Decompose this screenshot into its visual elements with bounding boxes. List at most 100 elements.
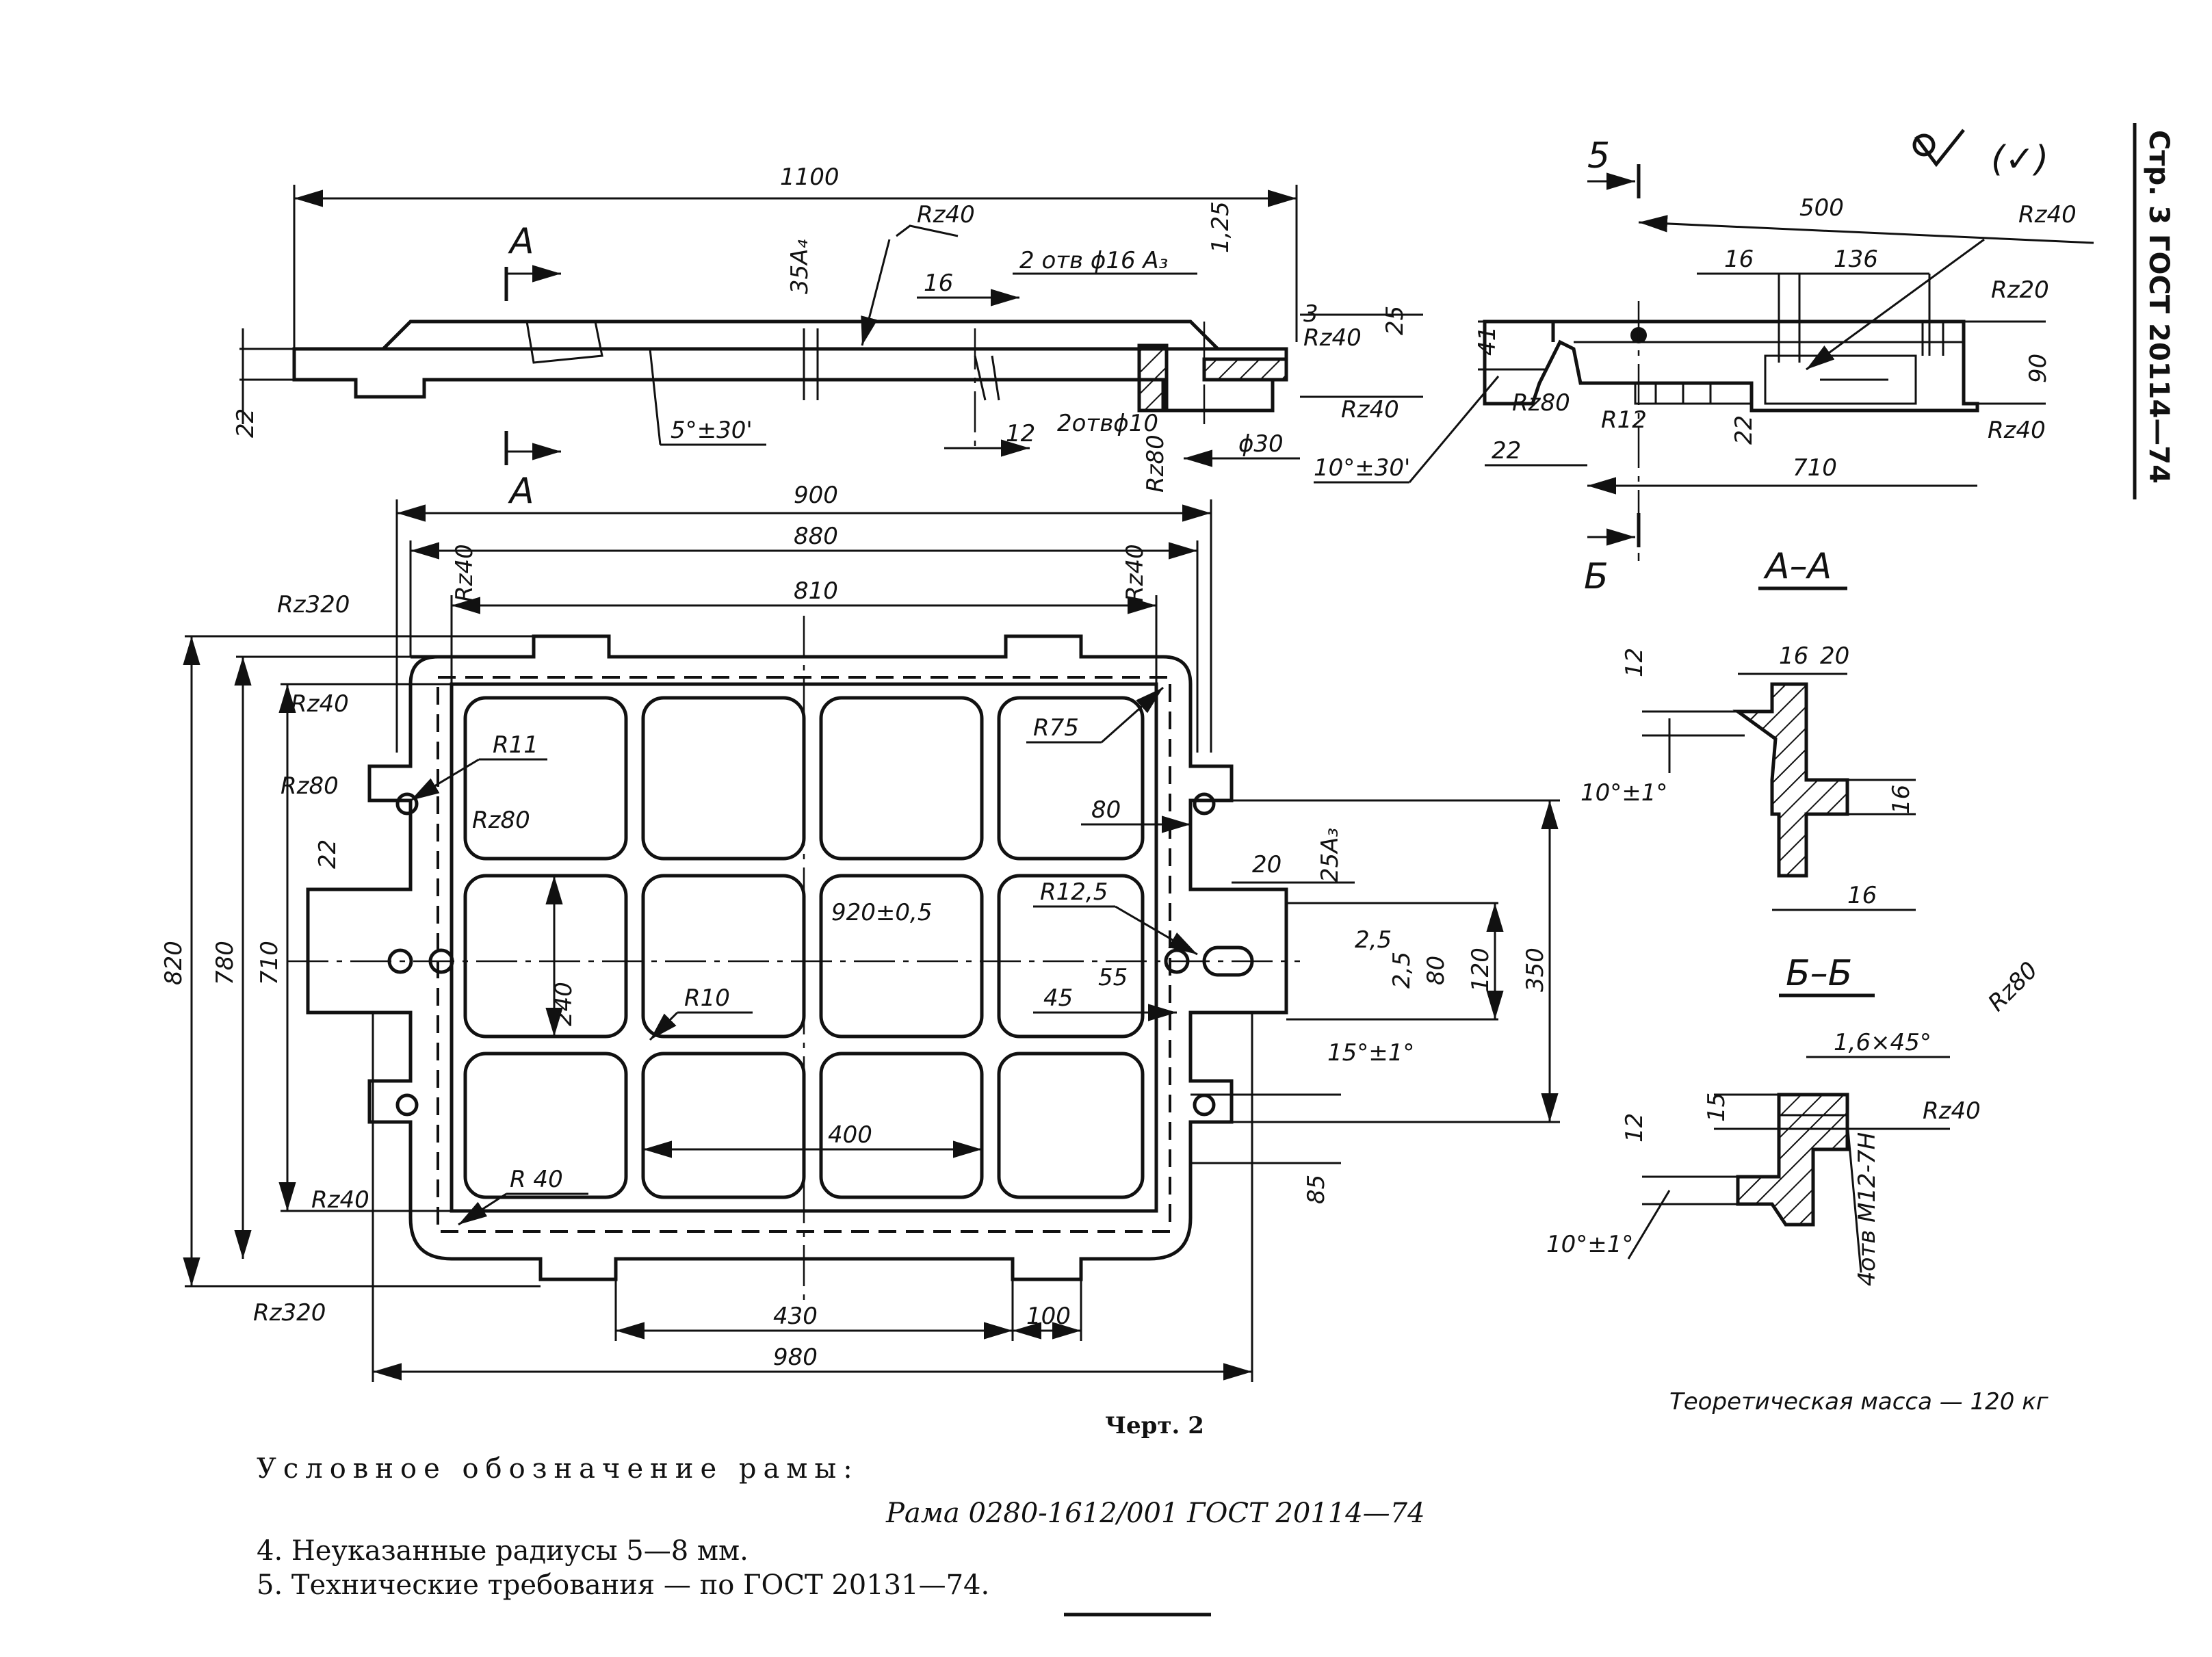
dim-top-22: 22: [232, 408, 259, 438]
dim-plan-rz40c: Rz40: [291, 690, 349, 718]
dim-side-710: 710: [1793, 454, 1837, 482]
dim-top-25: 25: [1381, 306, 1409, 335]
figure-caption: Черт. 2: [1105, 1412, 1204, 1439]
dim-plan-55: 55: [1098, 964, 1128, 991]
designation-label: Условное обозначение рамы:: [257, 1453, 859, 1485]
dim-plan-400: 400: [828, 1121, 872, 1149]
dim-side-500: 500: [1799, 194, 1844, 222]
dim-top-rz40: Rz40: [917, 201, 975, 229]
dim-aa-16c: 16: [1847, 882, 1877, 909]
dim-plan-25a: 25А₃: [1316, 828, 1344, 883]
dim-side-rz40b: Rz40: [1988, 417, 2046, 444]
dim-plan-120: 120: [1467, 948, 1494, 992]
page-header: Стр. 3 ГОСТ 20114—74: [2133, 123, 2174, 499]
note-4: 4. Неуказанные радиусы 5—8 мм.: [257, 1535, 749, 1567]
dim-aa-angle: 10°±1°: [1580, 779, 1667, 807]
dim-side-r12: R12: [1601, 406, 1647, 434]
dim-plan-angle15: 15°±1°: [1327, 1039, 1414, 1067]
dim-top-d30: ϕ30: [1238, 430, 1284, 458]
dim-plan-rz320b: Rz320: [253, 1299, 326, 1327]
dim-bb-12: 12: [1621, 1113, 1648, 1143]
dim-top-rz40-right: Rz40: [1303, 324, 1362, 352]
dim-aa-16b: 16: [1888, 785, 1915, 814]
section-a-mark-bottom: А: [508, 471, 534, 512]
plan-view: 900 880 810 Rz320 Rz40 Rz40 820 780 710 …: [160, 482, 1560, 1382]
dim-aa-20: 20: [1820, 642, 1849, 670]
dim-plan-780: 780: [211, 941, 239, 985]
dim-plan-22: 22: [314, 839, 341, 869]
dim-plan-rz40b: Rz40: [1121, 544, 1149, 602]
section-bb-title: Б–Б: [1786, 953, 1852, 994]
dim-plan-rz40d: Rz40: [311, 1186, 369, 1214]
dim-top-angle: 5°±30': [671, 417, 753, 444]
dim-plan-710: 710: [256, 941, 283, 985]
captions: Теоретическая масса — 120 кг Черт. 2 Усл…: [257, 1388, 2049, 1617]
dim-plan-810: 810: [794, 577, 838, 605]
dim-plan-80: 80: [1091, 796, 1121, 824]
dim-aa-16: 16: [1779, 642, 1808, 670]
dim-plan-r11: R11: [493, 731, 538, 759]
dim-plan-920: 920±0,5: [831, 899, 932, 926]
dim-top-rz40-right2: Rz40: [1341, 396, 1399, 423]
dim-side-90: 90: [2025, 354, 2052, 383]
dim-side-angle: 10°±30': [1314, 454, 1410, 482]
roughness-sign-text: (✓): [1991, 139, 2048, 180]
dim-bb-chamfer: 1,6×45°: [1834, 1029, 1931, 1056]
dim-bb-rz40: Rz40: [1923, 1097, 1981, 1125]
dim-plan-80b: 80: [1422, 956, 1450, 985]
dim-bb-15: 15: [1703, 1093, 1730, 1122]
dim-side-22: 22: [1492, 437, 1521, 465]
page-header-text: Стр. 3 ГОСТ 20114—74: [2143, 130, 2174, 484]
section-b-mark: Б: [1584, 556, 1609, 597]
designation-value: Рама 0280-1612/001 ГОСТ 20114—74: [885, 1498, 1425, 1529]
top-view: 1100 35А₄ Rz40 2 отв ϕ16 А₃ 16 1,25 3 25…: [232, 164, 1423, 512]
dim-plan-r10: R10: [684, 984, 730, 1012]
dim-top-1-25: 1,25: [1207, 201, 1234, 253]
side-view: 5 Б 500 Rz40 16 136 Rz20 90 Rz40 41 Rz80…: [1314, 135, 2094, 597]
dim-plan-85: 85: [1303, 1175, 1330, 1204]
pocket-grid: [463, 696, 1145, 1199]
dim-side-16: 16: [1724, 246, 1754, 273]
dim-plan-r40: R 40: [510, 1166, 563, 1193]
dim-plan-350: 350: [1522, 948, 1549, 992]
dim-aa-12: 12: [1621, 648, 1648, 677]
dim-plan-rz80b: Rz80: [472, 807, 530, 834]
section-a-mark-top: А: [508, 221, 534, 262]
dim-plan-r12-5: R12,5: [1040, 878, 1108, 906]
dim-top-holes10: 2отвϕ10: [1057, 410, 1158, 437]
dim-bb-holes: 4отв М12-7Н: [1853, 1132, 1881, 1286]
dim-plan-rz80a: Rz80: [281, 772, 339, 800]
dim-side-41: 41: [1474, 326, 1501, 356]
dim-plan-430: 430: [773, 1303, 818, 1330]
section-5-mark: 5: [1587, 135, 1610, 177]
dim-top-12: 12: [1006, 420, 1035, 447]
section-aa: А–А 16 20 12 10°±1° 16 16: [1580, 546, 1916, 911]
dim-bb-angle: 10°±1°: [1546, 1231, 1633, 1258]
dim-plan-900: 900: [794, 482, 838, 509]
dim-plan-2-5b: 2,5: [1388, 952, 1416, 989]
dim-plan-2-5a: 2,5: [1355, 926, 1392, 954]
section-aa-title: А–А: [1763, 546, 1832, 587]
dim-plan-r75: R75: [1033, 714, 1079, 742]
dim-side-rz80: Rz80: [1512, 389, 1570, 417]
dim-plan-20: 20: [1252, 851, 1281, 878]
dim-plan-820: 820: [160, 941, 187, 985]
dim-plan-rz40a: Rz40: [451, 544, 478, 602]
note-5: 5. Технические требования — по ГОСТ 2013…: [257, 1569, 989, 1601]
dim-plan-980: 980: [773, 1344, 818, 1371]
dim-plan-880: 880: [794, 523, 838, 550]
dim-plan-45: 45: [1043, 984, 1073, 1012]
section-bb: Б–Б 1,6×45° Rz80 Rz40 15 12 10°±1° 4отв …: [1546, 953, 2043, 1286]
dim-top-holes16: 2 отв ϕ16 А₃: [1019, 247, 1168, 274]
dim-plan-rz320: Rz320: [277, 591, 350, 618]
dim-side-rz40: Rz40: [2018, 201, 2077, 229]
dim-side-22b: 22: [1730, 415, 1758, 445]
dim-top-35: 35А₄: [786, 239, 814, 294]
dim-plan-100: 100: [1026, 1303, 1071, 1330]
roughness-sign: (✓): [1912, 129, 2048, 180]
dim-side-136: 136: [1834, 246, 1878, 273]
dim-top-16: 16: [924, 270, 953, 297]
dim-bb-rz80: Rz80: [1983, 956, 2043, 1017]
dim-side-rz20: Rz20: [1991, 276, 2049, 304]
